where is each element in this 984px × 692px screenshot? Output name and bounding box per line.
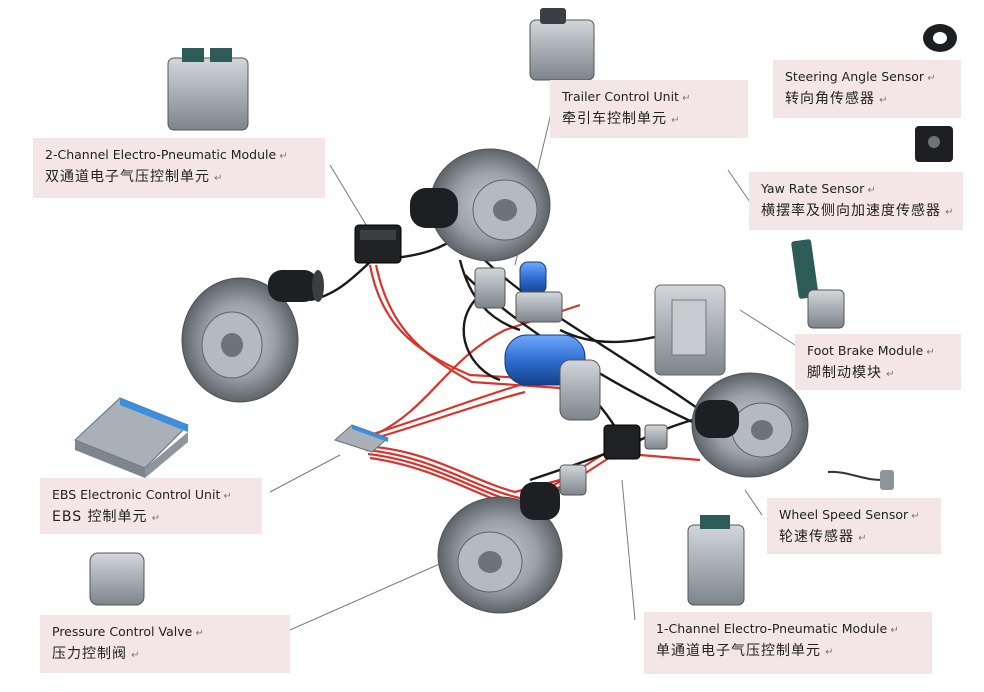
label-steering-angle-sensor: Steering Angle Sensor 转向角传感器 <box>773 60 961 118</box>
brake-drum-icon <box>181 270 324 403</box>
label-zh: 转向角传感器 <box>785 88 949 112</box>
label-ebs-ecu: EBS Electronic Control Unit EBS 控制单元 <box>40 478 262 534</box>
label-one-channel-module: 1-Channel Electro-Pneumatic Module 单通道电子… <box>644 612 932 674</box>
label-zh: 脚制动模块 <box>807 362 949 386</box>
label-en: Foot Brake Module <box>807 342 949 362</box>
ebs-ecu-icon <box>74 397 189 478</box>
label-zh: EBS 控制单元 <box>52 506 250 530</box>
label-zh: 轮速传感器 <box>779 526 929 550</box>
two-channel-module-box <box>354 224 402 264</box>
brake-drum-icon <box>691 372 809 478</box>
label-yaw-rate-sensor: Yaw Rate Sensor 横摆率及侧向加速度传感器 <box>749 172 963 230</box>
label-two-channel-module: 2-Channel Electro-Pneumatic Module 双通道电子… <box>33 138 325 198</box>
label-zh: 双通道电子气压控制单元 <box>45 166 313 190</box>
label-en: Steering Angle Sensor <box>785 68 949 88</box>
label-en: Trailer Control Unit <box>562 88 736 108</box>
label-zh: 牵引车控制单元 <box>562 108 736 132</box>
sensor-icon <box>827 24 957 490</box>
label-zh: 横摆率及侧向加速度传感器 <box>761 200 951 224</box>
reservoir-icon <box>504 261 601 421</box>
label-trailer-control-unit: Trailer Control Unit 牵引车控制单元 <box>550 80 748 138</box>
label-en: Pressure Control Valve <box>52 623 278 643</box>
label-en: 1-Channel Electro-Pneumatic Module <box>656 620 920 640</box>
valve-icon <box>474 267 668 496</box>
pedal-icon <box>654 239 845 376</box>
label-zh: 单通道电子气压控制单元 <box>656 640 920 664</box>
label-en: 2-Channel Electro-Pneumatic Module <box>45 146 313 166</box>
label-en: Yaw Rate Sensor <box>761 180 951 200</box>
label-en: Wheel Speed Sensor <box>779 506 929 526</box>
brake-drum-icon <box>437 482 563 614</box>
one-channel-module-box <box>603 424 641 460</box>
leader-lines <box>269 104 796 631</box>
valve-icon <box>89 8 745 606</box>
label-foot-brake-module: Foot Brake Module 脚制动模块 <box>795 334 961 390</box>
label-wheel-speed-sensor: Wheel Speed Sensor 轮速传感器 <box>767 498 941 554</box>
label-en: EBS Electronic Control Unit <box>52 486 250 506</box>
ebs-ecu-icon <box>334 424 389 453</box>
label-pressure-control-valve: Pressure Control Valve 压力控制阀 <box>40 615 290 673</box>
brake-drum-icon <box>410 148 551 262</box>
label-zh: 压力控制阀 <box>52 643 278 667</box>
